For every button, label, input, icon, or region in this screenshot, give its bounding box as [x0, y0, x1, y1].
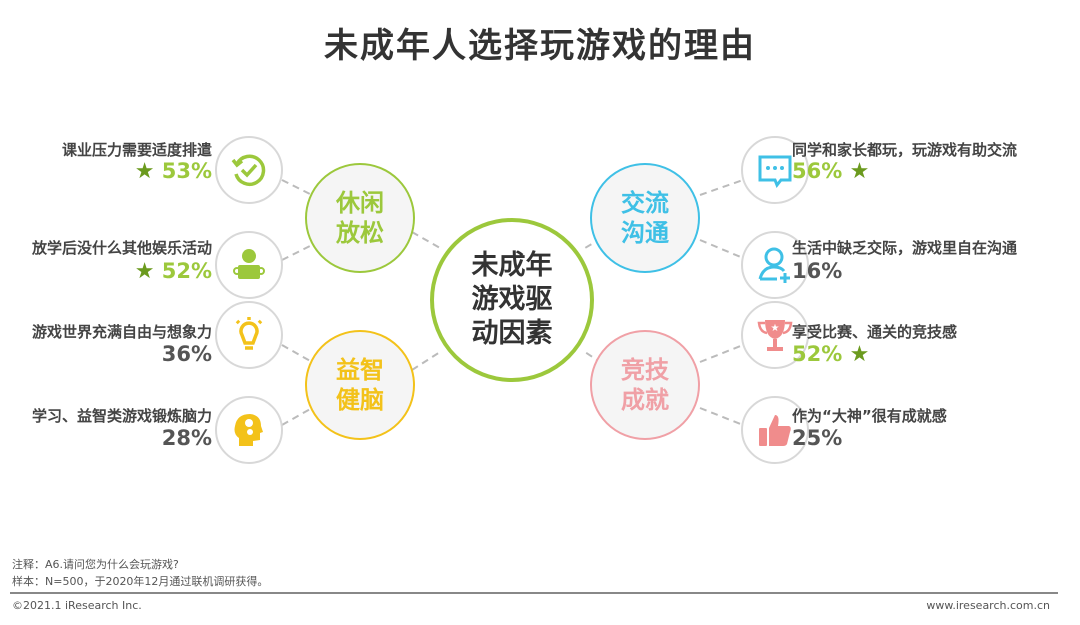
chat-bubble-icon	[741, 136, 809, 204]
reason-percent: 28%	[161, 426, 212, 450]
reading-person-icon	[215, 231, 283, 299]
category-text: 沟通	[621, 219, 669, 247]
category-text: 交流	[621, 189, 669, 217]
page-title: 未成年人选择玩游戏的理由	[324, 26, 756, 66]
star-icon: ★	[134, 159, 155, 184]
reason-percent: 36%	[161, 342, 212, 366]
reason-label: 享受比赛、通关的竞技感	[792, 323, 958, 341]
add-user-icon	[741, 231, 809, 299]
reason-label: 游戏世界充满自由与想象力	[31, 323, 212, 341]
category-text: 益智	[336, 356, 384, 384]
category-text: 健脑	[336, 386, 384, 414]
trophy-icon: ★	[741, 301, 809, 369]
center-line: 游戏驱	[471, 284, 553, 315]
refresh-check-icon	[215, 136, 283, 204]
reason-label: 同学和家长都玩，玩游戏有助交流	[792, 141, 1018, 159]
star-icon: ★	[134, 259, 155, 284]
reason-label: 课业压力需要适度排遣	[61, 141, 212, 159]
reason-label: 放学后没什么其他娱乐活动	[31, 239, 212, 257]
reason-label: 生活中缺乏交际，游戏里自在沟通	[792, 239, 1018, 257]
percent-value: 52%	[792, 342, 843, 366]
percent-value: 53%	[161, 159, 212, 183]
percent-value: 56%	[792, 159, 843, 183]
star-icon: ★	[849, 342, 870, 367]
head-gears-icon	[215, 396, 283, 464]
lightbulb-icon	[215, 301, 283, 369]
reason-label: 作为“大神”很有成就感	[792, 407, 947, 425]
category-text: 放松	[336, 219, 384, 247]
center-line: 未成年	[471, 250, 553, 281]
website-link[interactable]: www.iresearch.com.cn	[926, 599, 1050, 612]
category-text: 成就	[621, 386, 669, 414]
category-text: 竞技	[621, 356, 669, 384]
thumbs-up-icon	[741, 396, 809, 464]
reason-percent: 16%	[792, 259, 843, 283]
footnote: 注释：A6.请问您为什么会玩游戏?	[12, 558, 179, 571]
sample-note: 样本：N=500，于2020年12月通过联机调研获得。	[12, 575, 269, 588]
category-competition: 竞技成就	[590, 330, 700, 440]
copyright: ©2021.1 iResearch Inc.	[12, 599, 142, 612]
reason-label: 学习、益智类游戏锻炼脑力	[31, 407, 212, 425]
category-social: 交流沟通	[590, 163, 700, 273]
percent-value: 52%	[161, 259, 212, 283]
reason-percent: 25%	[792, 426, 843, 450]
center-circle: 未成年 游戏驱 动因素	[430, 218, 594, 382]
star-icon: ★	[849, 159, 870, 184]
svg-text:★: ★	[771, 323, 780, 334]
category-text: 休闲	[336, 189, 384, 217]
category-leisure: 休闲放松	[305, 163, 415, 273]
reason-percent: 56% ★	[792, 159, 869, 184]
footer-divider	[10, 592, 1058, 594]
reason-percent: 52% ★	[792, 342, 869, 367]
reason-percent: ★ 52%	[135, 259, 212, 284]
category-brain: 益智健脑	[305, 330, 415, 440]
reason-percent: ★ 53%	[135, 159, 212, 184]
center-line: 动因素	[471, 318, 553, 349]
